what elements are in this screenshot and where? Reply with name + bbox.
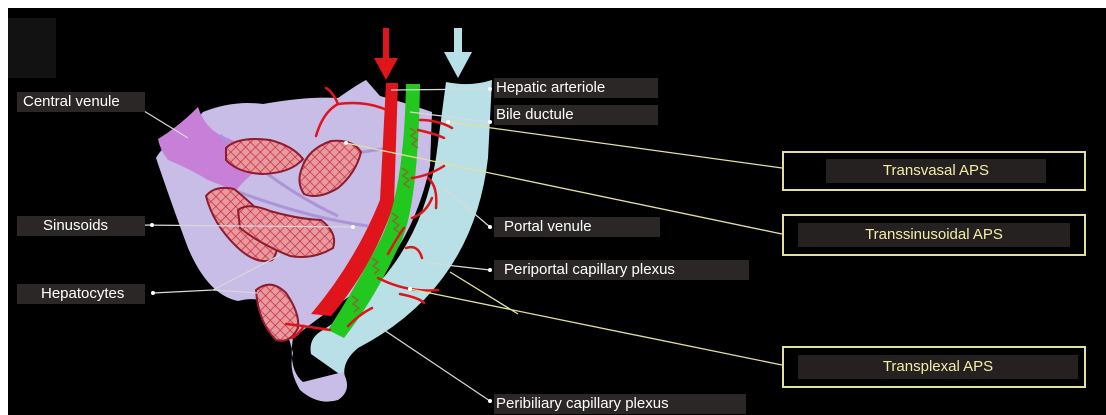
sinusoids-label: Sinusoids <box>17 216 145 236</box>
arterial-inflow-arrow <box>374 28 398 80</box>
transplexal-aps-label: Transplexal APS <box>798 355 1078 379</box>
transplexal-aps-box: Transplexal APS <box>782 346 1086 388</box>
periportal-capillary-plexus-label: Periportal capillary plexus <box>494 260 749 280</box>
transvasal-aps-label: Transvasal APS <box>826 159 1046 183</box>
transvasal-aps-box: Transvasal APS <box>782 151 1086 191</box>
peribiliary-capillary-plexus-label: Peribiliary capillary plexus <box>494 394 746 414</box>
central-venule-label: Central venule <box>17 92 145 112</box>
hepatocytes-label: Hepatocytes <box>17 284 145 304</box>
transsinusoidal-aps-box: Transsinusoidal APS <box>782 214 1086 256</box>
portal-inflow-arrow <box>444 28 472 78</box>
transsinusoidal-aps-label: Transsinusoidal APS <box>798 223 1070 247</box>
hepatic-arteriole-label: Hepatic arteriole <box>494 78 658 98</box>
bile-ductule-label: Bile ductule <box>494 105 658 125</box>
diagram-frame: Central venule Sinusoids Hepatocytes Hep… <box>8 8 1106 415</box>
portal-venule-label: Portal venule <box>494 217 660 237</box>
